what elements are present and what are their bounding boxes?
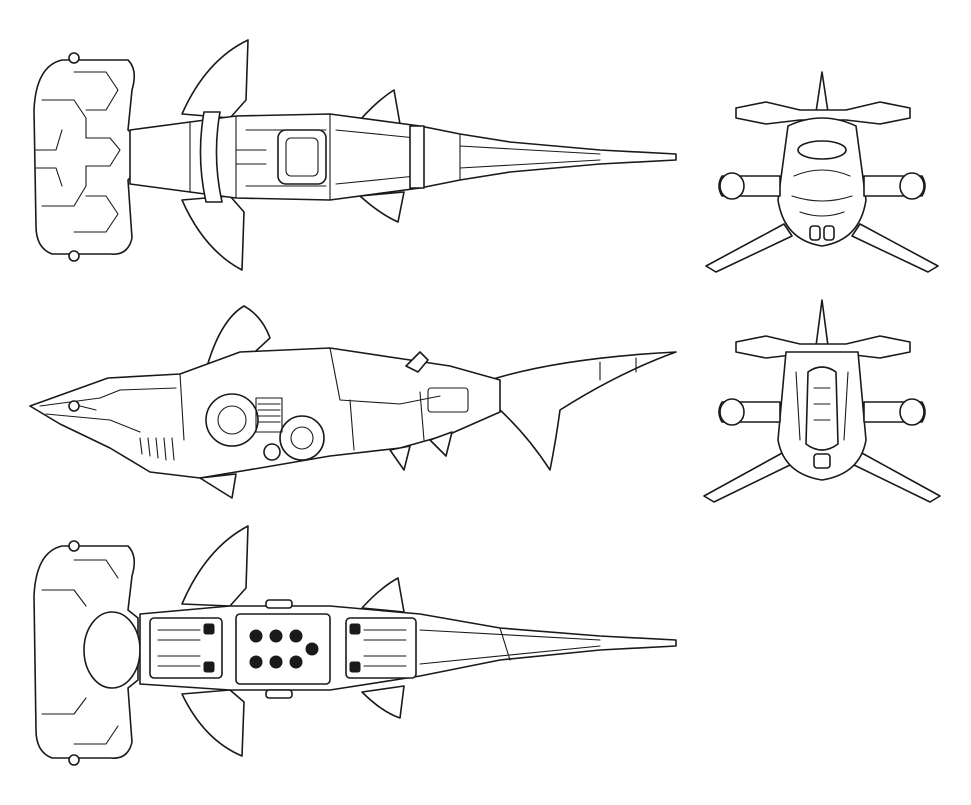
bottom-vent-dot-left-b <box>203 661 215 673</box>
head-sensor-left <box>68 52 80 64</box>
head-sensor-right <box>68 250 80 262</box>
side-rear-panel <box>427 387 469 413</box>
side-engine-front-ring <box>217 405 247 435</box>
front-twin-port-right <box>823 225 835 241</box>
front-twin-port-left <box>809 225 821 241</box>
side-vent-block <box>255 397 283 433</box>
front-view <box>705 71 939 273</box>
front-fin-left <box>705 223 793 273</box>
bottom-vent-slots-left <box>157 629 201 667</box>
top-handlebar <box>199 111 223 203</box>
bottom-view <box>33 525 677 766</box>
side-engine-rear <box>279 415 325 461</box>
bottom-port-7 <box>305 642 319 656</box>
bottom-port-3 <box>289 629 303 643</box>
bottom-head-panels <box>41 559 119 745</box>
front-fin-right <box>851 223 939 273</box>
top-hatch-inner <box>285 137 319 177</box>
rear-hammer-bar <box>735 335 911 359</box>
pectoral-fin-upper <box>181 39 249 119</box>
side-anal-fin <box>429 431 453 457</box>
top-view <box>33 39 677 271</box>
rear-fin-left <box>703 451 793 503</box>
dorsal-fin-side <box>205 305 271 371</box>
front-body <box>777 117 867 247</box>
hull-side <box>29 347 501 479</box>
rear-view <box>703 299 941 503</box>
head-panel-lines <box>35 71 121 233</box>
side-small-wheel <box>263 443 281 461</box>
bottom-port-5 <box>269 655 283 669</box>
bottom-vent-slots-right <box>363 629 407 667</box>
side-gill-slits <box>139 437 175 461</box>
side-panel-lines <box>119 347 441 451</box>
bottom-port-2 <box>269 629 283 643</box>
dorsal-fin-top <box>359 89 401 125</box>
top-rear-bracket <box>409 125 425 189</box>
top-tail-lines <box>459 145 601 169</box>
front-dorsal-spike <box>815 71 829 113</box>
caudal-fin-ridges <box>599 357 637 381</box>
side-vent-slats <box>257 403 281 423</box>
front-hammer-bar <box>735 101 911 125</box>
top-cockpit-hatch <box>277 129 327 185</box>
rear-pod-right <box>899 398 925 426</box>
bottom-pectoral-lower <box>181 689 245 757</box>
front-pod-right <box>899 172 925 200</box>
bottom-port-4 <box>249 655 263 669</box>
bottom-tail-lines <box>419 627 601 665</box>
front-pod-left <box>719 172 745 200</box>
front-visor <box>797 140 847 160</box>
dorsal-fin-bottom <box>359 191 405 223</box>
bottom-fin-top <box>361 577 405 613</box>
rear-exhaust <box>813 453 831 469</box>
hammer-head <box>33 59 139 255</box>
side-engine-rear-ring <box>290 426 314 450</box>
front-side-pod-bar <box>718 175 926 197</box>
bottom-fin-bottom <box>361 685 405 719</box>
bottom-pectoral-upper <box>181 525 249 607</box>
bottom-vent-dot-left-a <box>203 623 215 635</box>
bottom-port-1 <box>249 629 263 643</box>
bottom-clip-lower <box>265 689 293 699</box>
rear-inner-ribs <box>795 371 849 441</box>
rear-intake <box>805 366 839 451</box>
bottom-port-6 <box>289 655 303 669</box>
bottom-vent-dot-right-a <box>349 623 361 635</box>
bottom-sensor-right <box>68 754 80 766</box>
side-eye <box>68 400 80 412</box>
rear-dorsal-spike <box>815 299 829 347</box>
rear-fin-right <box>851 451 941 503</box>
side-engine-front <box>205 393 259 447</box>
rear-pod-left <box>719 398 745 426</box>
bottom-vent-plate-right <box>345 617 417 679</box>
front-inner-arches <box>791 169 853 217</box>
side-view <box>29 305 677 499</box>
bottom-sensor-left <box>68 540 80 552</box>
caudal-fin <box>489 351 677 471</box>
side-handlebar <box>405 351 429 373</box>
side-pelvic-fin-rear <box>389 445 411 471</box>
bottom-clip-upper <box>265 599 293 609</box>
pectoral-fin-lower <box>181 195 245 271</box>
bottom-head-dome <box>83 611 141 689</box>
top-seat-lines <box>235 149 267 165</box>
side-pelvic-fin-front <box>199 473 237 499</box>
bottom-vent-dot-right-b <box>349 661 361 673</box>
rear-side-pod-bar <box>718 401 926 423</box>
